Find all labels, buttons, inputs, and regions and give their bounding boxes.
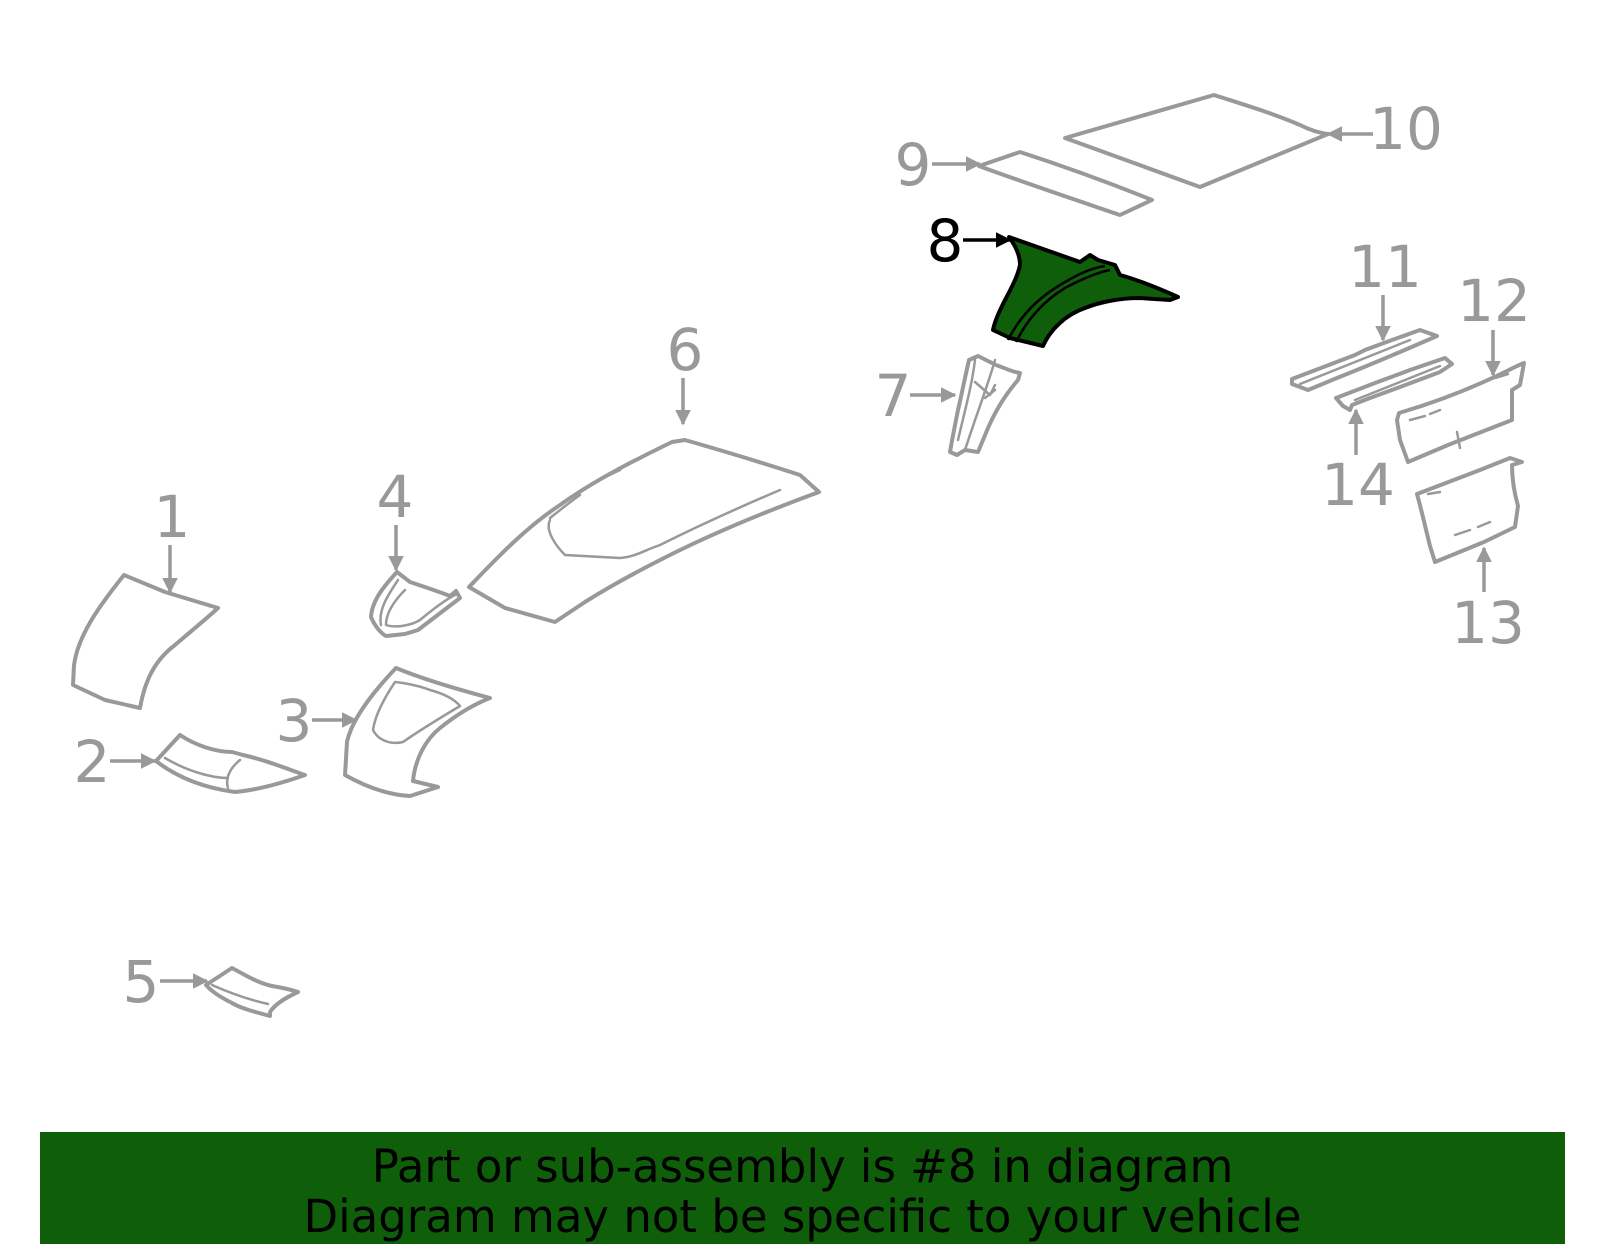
callout-12[interactable]: 12 (1457, 267, 1531, 335)
callout-2[interactable]: 2 (74, 728, 111, 796)
info-banner: Part or sub-assembly is #8 in diagram Di… (40, 1132, 1565, 1244)
callout-5[interactable]: 5 (123, 948, 160, 1016)
leader-arrows (110, 126, 1501, 989)
part-4[interactable] (369, 570, 462, 638)
callout-labels: 1 2 3 4 5 6 7 8 9 10 11 12 13 14 (74, 95, 1531, 1016)
callout-9[interactable]: 9 (895, 131, 932, 199)
part-13[interactable] (1415, 456, 1524, 564)
callout-14[interactable]: 14 (1321, 451, 1395, 519)
part-11[interactable] (1290, 328, 1439, 392)
callout-4[interactable]: 4 (377, 463, 414, 531)
part-7[interactable] (948, 354, 1022, 457)
callout-6[interactable]: 6 (667, 316, 704, 384)
part-12[interactable] (1395, 361, 1526, 464)
callout-8-highlighted[interactable]: 8 (927, 207, 964, 275)
callout-10[interactable]: 10 (1369, 95, 1443, 163)
callout-11[interactable]: 11 (1348, 233, 1422, 301)
part-8-highlighted[interactable] (991, 235, 1180, 348)
callout-1[interactable]: 1 (154, 483, 191, 551)
banner-line-part-number: Part or sub-assembly is #8 in diagram (371, 1140, 1234, 1193)
callout-13[interactable]: 13 (1451, 589, 1525, 657)
part-9[interactable] (977, 150, 1154, 217)
callout-3[interactable]: 3 (276, 687, 313, 755)
part-6[interactable] (467, 438, 821, 624)
part-3[interactable] (343, 666, 492, 798)
part-1[interactable] (71, 573, 220, 710)
banner-line-disclaimer: Diagram may not be specific to your vehi… (303, 1190, 1302, 1243)
part-5[interactable] (204, 966, 300, 1018)
callout-7[interactable]: 7 (875, 362, 912, 430)
part-2[interactable] (154, 733, 307, 794)
part-10[interactable] (1063, 93, 1330, 189)
